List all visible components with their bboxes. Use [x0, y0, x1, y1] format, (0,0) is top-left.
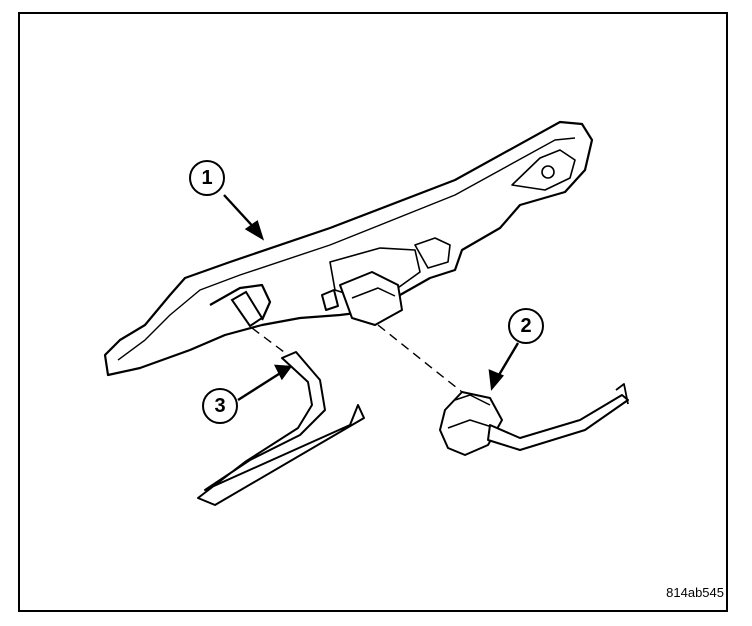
leader-arrows	[223, 194, 520, 402]
lamp-socket-stub	[230, 290, 264, 328]
housing-connector	[321, 271, 403, 326]
washer-hose	[197, 351, 365, 506]
harness-connector	[439, 383, 629, 456]
assembly-guide-lines	[251, 324, 463, 393]
callout-1: 1	[189, 160, 225, 196]
figure-id: 814ab545	[666, 585, 724, 600]
callout-2: 2	[508, 308, 544, 344]
callout-3: 3	[202, 388, 238, 424]
